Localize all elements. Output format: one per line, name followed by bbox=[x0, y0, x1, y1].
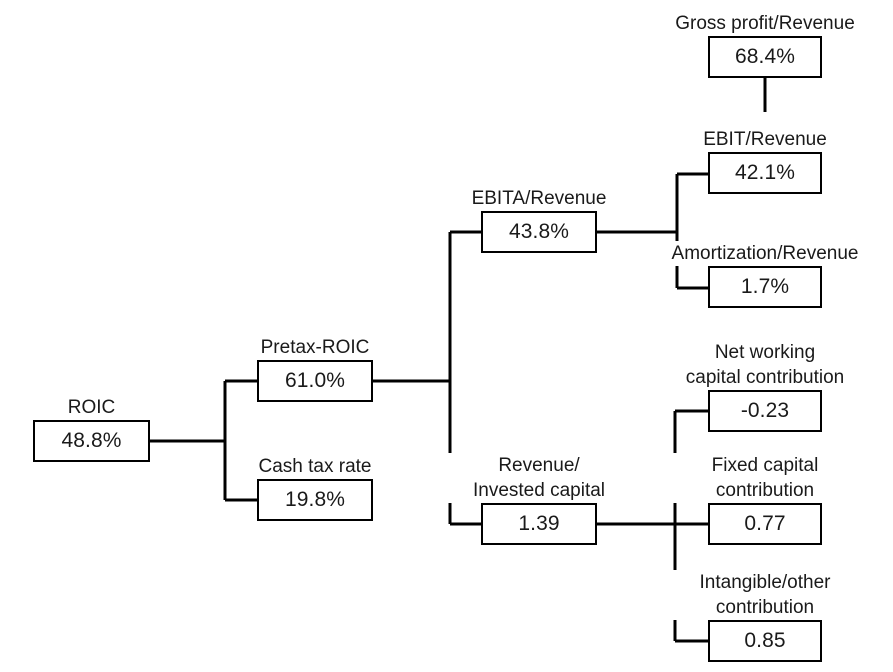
node-ebita-revenue[interactable]: EBITA/Revenue 43.8% bbox=[468, 186, 610, 253]
node-revenue-invested-capital-value: 1.39 bbox=[481, 503, 597, 545]
node-net-working-capital-value: -0.23 bbox=[708, 390, 822, 432]
node-cash-tax-rate-label: Cash tax rate bbox=[255, 454, 375, 479]
node-net-working-capital-label-line1: Net working bbox=[714, 342, 816, 363]
node-roic[interactable]: ROIC 48.8% bbox=[33, 395, 150, 462]
node-amortization-revenue-value: 1.7% bbox=[708, 266, 822, 308]
node-amortization-revenue-label: Amortization/Revenue bbox=[668, 241, 862, 266]
node-ebit-revenue-label: EBIT/Revenue bbox=[700, 127, 830, 152]
node-pretax-roic-value: 61.0% bbox=[257, 360, 373, 402]
node-fixed-capital-value: 0.77 bbox=[708, 503, 822, 545]
node-amortization-revenue[interactable]: Amortization/Revenue 1.7% bbox=[668, 241, 862, 308]
node-intangible-other-label-line2: contribution bbox=[715, 597, 815, 618]
node-fixed-capital[interactable]: Fixed capital contribution 0.77 bbox=[647, 453, 883, 545]
node-revenue-invested-capital-label-line2: Invested capital bbox=[472, 480, 606, 501]
node-cash-tax-rate-value: 19.8% bbox=[257, 479, 373, 521]
node-pretax-roic[interactable]: Pretax-ROIC 61.0% bbox=[257, 335, 373, 402]
node-ebit-revenue-value: 42.1% bbox=[708, 152, 822, 194]
node-intangible-other-label-line1: Intangible/other bbox=[699, 572, 831, 593]
node-pretax-roic-label: Pretax-ROIC bbox=[257, 335, 373, 360]
node-gross-profit-revenue[interactable]: Gross profit/Revenue 68.4% bbox=[672, 11, 858, 78]
node-revenue-invested-capital-label: Revenue/ Invested capital bbox=[421, 453, 657, 503]
node-gross-profit-revenue-label: Gross profit/Revenue bbox=[672, 11, 858, 36]
node-net-working-capital-label: Net working capital contribution bbox=[647, 340, 883, 390]
node-fixed-capital-label-line1: Fixed capital bbox=[711, 455, 819, 476]
node-intangible-other[interactable]: Intangible/other contribution 0.85 bbox=[647, 570, 883, 662]
node-revenue-invested-capital[interactable]: Revenue/ Invested capital 1.39 bbox=[421, 453, 657, 545]
node-ebita-revenue-value: 43.8% bbox=[481, 211, 597, 253]
node-net-working-capital-label-line2: capital contribution bbox=[685, 367, 845, 388]
node-ebita-revenue-label: EBITA/Revenue bbox=[468, 186, 610, 211]
node-fixed-capital-label-line2: contribution bbox=[715, 480, 815, 501]
node-intangible-other-label: Intangible/other contribution bbox=[647, 570, 883, 620]
node-intangible-other-value: 0.85 bbox=[708, 620, 822, 662]
node-cash-tax-rate[interactable]: Cash tax rate 19.8% bbox=[255, 454, 375, 521]
node-roic-value: 48.8% bbox=[33, 420, 150, 462]
node-ebit-revenue[interactable]: EBIT/Revenue 42.1% bbox=[700, 127, 830, 194]
node-net-working-capital[interactable]: Net working capital contribution -0.23 bbox=[647, 340, 883, 432]
node-gross-profit-revenue-value: 68.4% bbox=[708, 36, 822, 78]
node-roic-label: ROIC bbox=[64, 395, 119, 420]
node-fixed-capital-label: Fixed capital contribution bbox=[647, 453, 883, 503]
node-revenue-invested-capital-label-line1: Revenue/ bbox=[498, 455, 580, 476]
